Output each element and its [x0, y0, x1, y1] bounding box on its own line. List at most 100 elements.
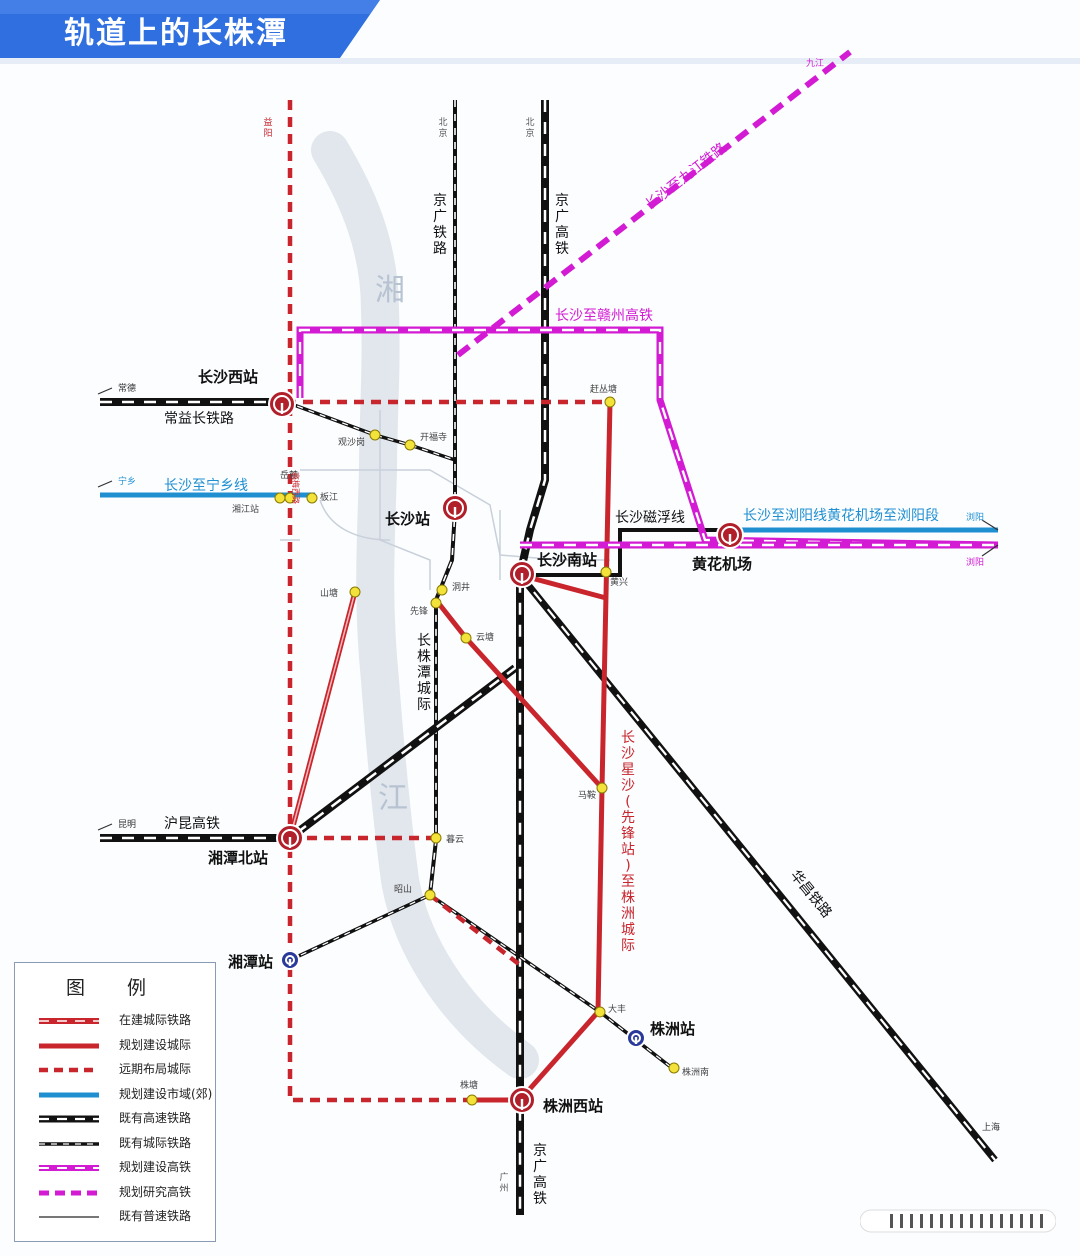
- planned-intercity-inner-light: [289, 591, 356, 839]
- svg-text:沙: 沙: [621, 746, 635, 762]
- station-label-huangxing: 黄兴: [610, 576, 628, 588]
- svg-text:锋: 锋: [621, 826, 635, 842]
- xiang-river-label-1: 湘: [375, 273, 405, 308]
- legend-item: 规划建设高铁: [37, 1158, 213, 1178]
- station-label-shandang: 山塘: [320, 587, 338, 599]
- svg-text:株: 株: [417, 649, 431, 665]
- svg-text:洲: 洲: [621, 906, 635, 922]
- svg-text:广: 广: [555, 209, 569, 225]
- station-label-xiangjiang: 湘江站: [232, 503, 259, 515]
- svg-text:城: 城: [417, 681, 431, 697]
- svg-text:益: 益: [263, 116, 272, 128]
- svg-text:阳: 阳: [263, 128, 272, 139]
- vlabel-beijing-2: 北京: [525, 117, 534, 139]
- station-dot-yunhu: [460, 632, 472, 644]
- label-jiujiang: 长沙至九江铁路: [643, 140, 730, 213]
- svg-text:路: 路: [433, 241, 447, 257]
- svg-text:北: 北: [525, 117, 534, 128]
- station-label-guanshagang: 观沙岗: [338, 437, 365, 448]
- legend-item: 既有城际铁路: [37, 1134, 213, 1154]
- svg-text:京: 京: [433, 193, 447, 209]
- svg-text:广: 广: [433, 209, 447, 225]
- svg-text:潭: 潭: [417, 664, 431, 681]
- station-label-jiyun: 暮云: [446, 833, 464, 845]
- huachang-railway: [517, 572, 998, 1163]
- station-dot-yuelu: [274, 492, 286, 504]
- changsha-ganzhou-hsr: [296, 326, 999, 549]
- label-ganzhou-hsr: 长沙至赣州高铁: [555, 307, 653, 324]
- far-term-intercity: [286, 100, 610, 1103]
- page-title: 轨道上的长株潭: [64, 16, 288, 51]
- legend-label: 规划建设市域(郊): [119, 1086, 213, 1101]
- legend-swatch: [39, 1092, 99, 1097]
- major-station-label-xiangtan: 湘潭站: [228, 953, 273, 971]
- major-station-label-changsha-west: 长沙西站: [198, 368, 258, 386]
- legend-title: 图 例: [65, 977, 165, 999]
- svg-text:际: 际: [417, 697, 431, 713]
- direction-jiujiang: 九江: [806, 58, 824, 69]
- direction-arrows: [97, 387, 999, 831]
- major-station-changsha-west: [268, 390, 296, 418]
- svg-text:): ): [625, 858, 630, 874]
- station-dot-dongfu: [436, 584, 448, 596]
- svg-text:北: 北: [438, 117, 447, 128]
- station-dot-shandang: [349, 586, 361, 598]
- major-station-huanghua-airport: [716, 521, 744, 549]
- svg-text:铁: 铁: [555, 241, 569, 257]
- station-label-xianfeng: 先锋: [410, 605, 428, 617]
- station-dot-zhaoshan: [424, 889, 436, 901]
- minor-stations: 赶丛塘观沙岗开福寺岳麓板江湘江站山塘洞井先锋云塘黄兴马鞍暮云昭山大丰株洲南株塘高…: [232, 383, 709, 1106]
- huchang-hsr: [100, 664, 518, 842]
- svg-text:京: 京: [438, 127, 447, 139]
- title-banner: [0, 0, 380, 58]
- legend-swatch: [39, 1216, 99, 1218]
- station-dot-xiangjiang: [284, 492, 296, 504]
- label-maglev: 长沙磁浮线: [615, 510, 685, 526]
- station-label-kaifusi: 开福寺: [420, 431, 447, 443]
- direction-liuyang-2: 浏阳: [966, 556, 984, 568]
- label-huchang: 沪昆高铁: [164, 815, 220, 832]
- direction-changde: 常德: [118, 382, 136, 394]
- legend-label: 既有高速铁路: [119, 1111, 192, 1125]
- station-label-gaomei: 高梅西路: [291, 472, 301, 504]
- jingguang-hsr: [516, 100, 549, 1215]
- svg-text:铁: 铁: [533, 1191, 547, 1207]
- station-dot-zhutang: [466, 1094, 478, 1106]
- vlabel-guangzhou: 广州: [499, 1171, 508, 1194]
- major-station-changsha-south: [508, 560, 536, 588]
- svg-text:广: 广: [533, 1159, 547, 1175]
- major-station-label-xiangtan-north: 湘潭北站: [208, 849, 268, 867]
- svg-text:京: 京: [533, 1143, 547, 1159]
- major-station-xiangtan: [280, 950, 300, 970]
- station-label-dongfu: 洞井: [452, 581, 470, 593]
- legend-label: 规划建设城际: [119, 1037, 192, 1052]
- station-label-zhutang: 株塘: [460, 1079, 478, 1091]
- changsha-jiujiang-railway: [456, 49, 852, 358]
- svg-text:星: 星: [621, 762, 635, 778]
- station-dot-zhuzhou-south: [668, 1062, 680, 1074]
- legend-swatch: [39, 1190, 99, 1195]
- legend-item: 规划研究高铁: [37, 1183, 213, 1203]
- legend-label: 规划研究高铁: [119, 1184, 192, 1199]
- station-dot-jiyun: [430, 832, 442, 844]
- svg-text:至: 至: [621, 874, 635, 890]
- legend-swatch: [39, 1165, 99, 1171]
- metro-network: [280, 410, 610, 590]
- xiang-river-label-2: 江: [378, 781, 408, 816]
- station-label-maju: 马鞍: [578, 789, 596, 801]
- label-liuyang-line: 长沙至浏阳线黄花机场至浏阳段: [743, 507, 939, 524]
- svg-text:广: 广: [499, 1171, 508, 1183]
- major-stations: 长沙西站长沙站长沙南站黄花机场湘潭北站湘潭站株洲站株洲西站: [198, 368, 752, 1115]
- major-station-label-changsha: 长沙站: [385, 510, 430, 528]
- major-station-changsha: [441, 494, 469, 522]
- station-dot-huangxing: [600, 566, 612, 578]
- major-station-zhuzhou: [626, 1028, 646, 1048]
- vlabel-beijing-1: 北京: [438, 117, 447, 139]
- station-label-banjiang: 板江: [320, 491, 338, 503]
